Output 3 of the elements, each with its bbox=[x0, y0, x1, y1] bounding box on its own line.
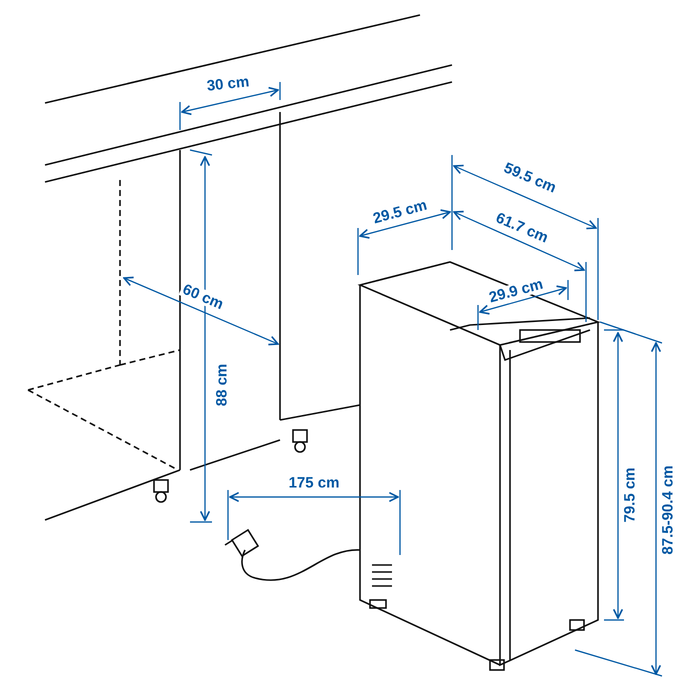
dimension-label: 87.5-90.4 cm bbox=[660, 463, 676, 557]
dimension-label: 175 cm bbox=[286, 476, 342, 490]
dimension-label: 88 cm bbox=[214, 362, 230, 408]
